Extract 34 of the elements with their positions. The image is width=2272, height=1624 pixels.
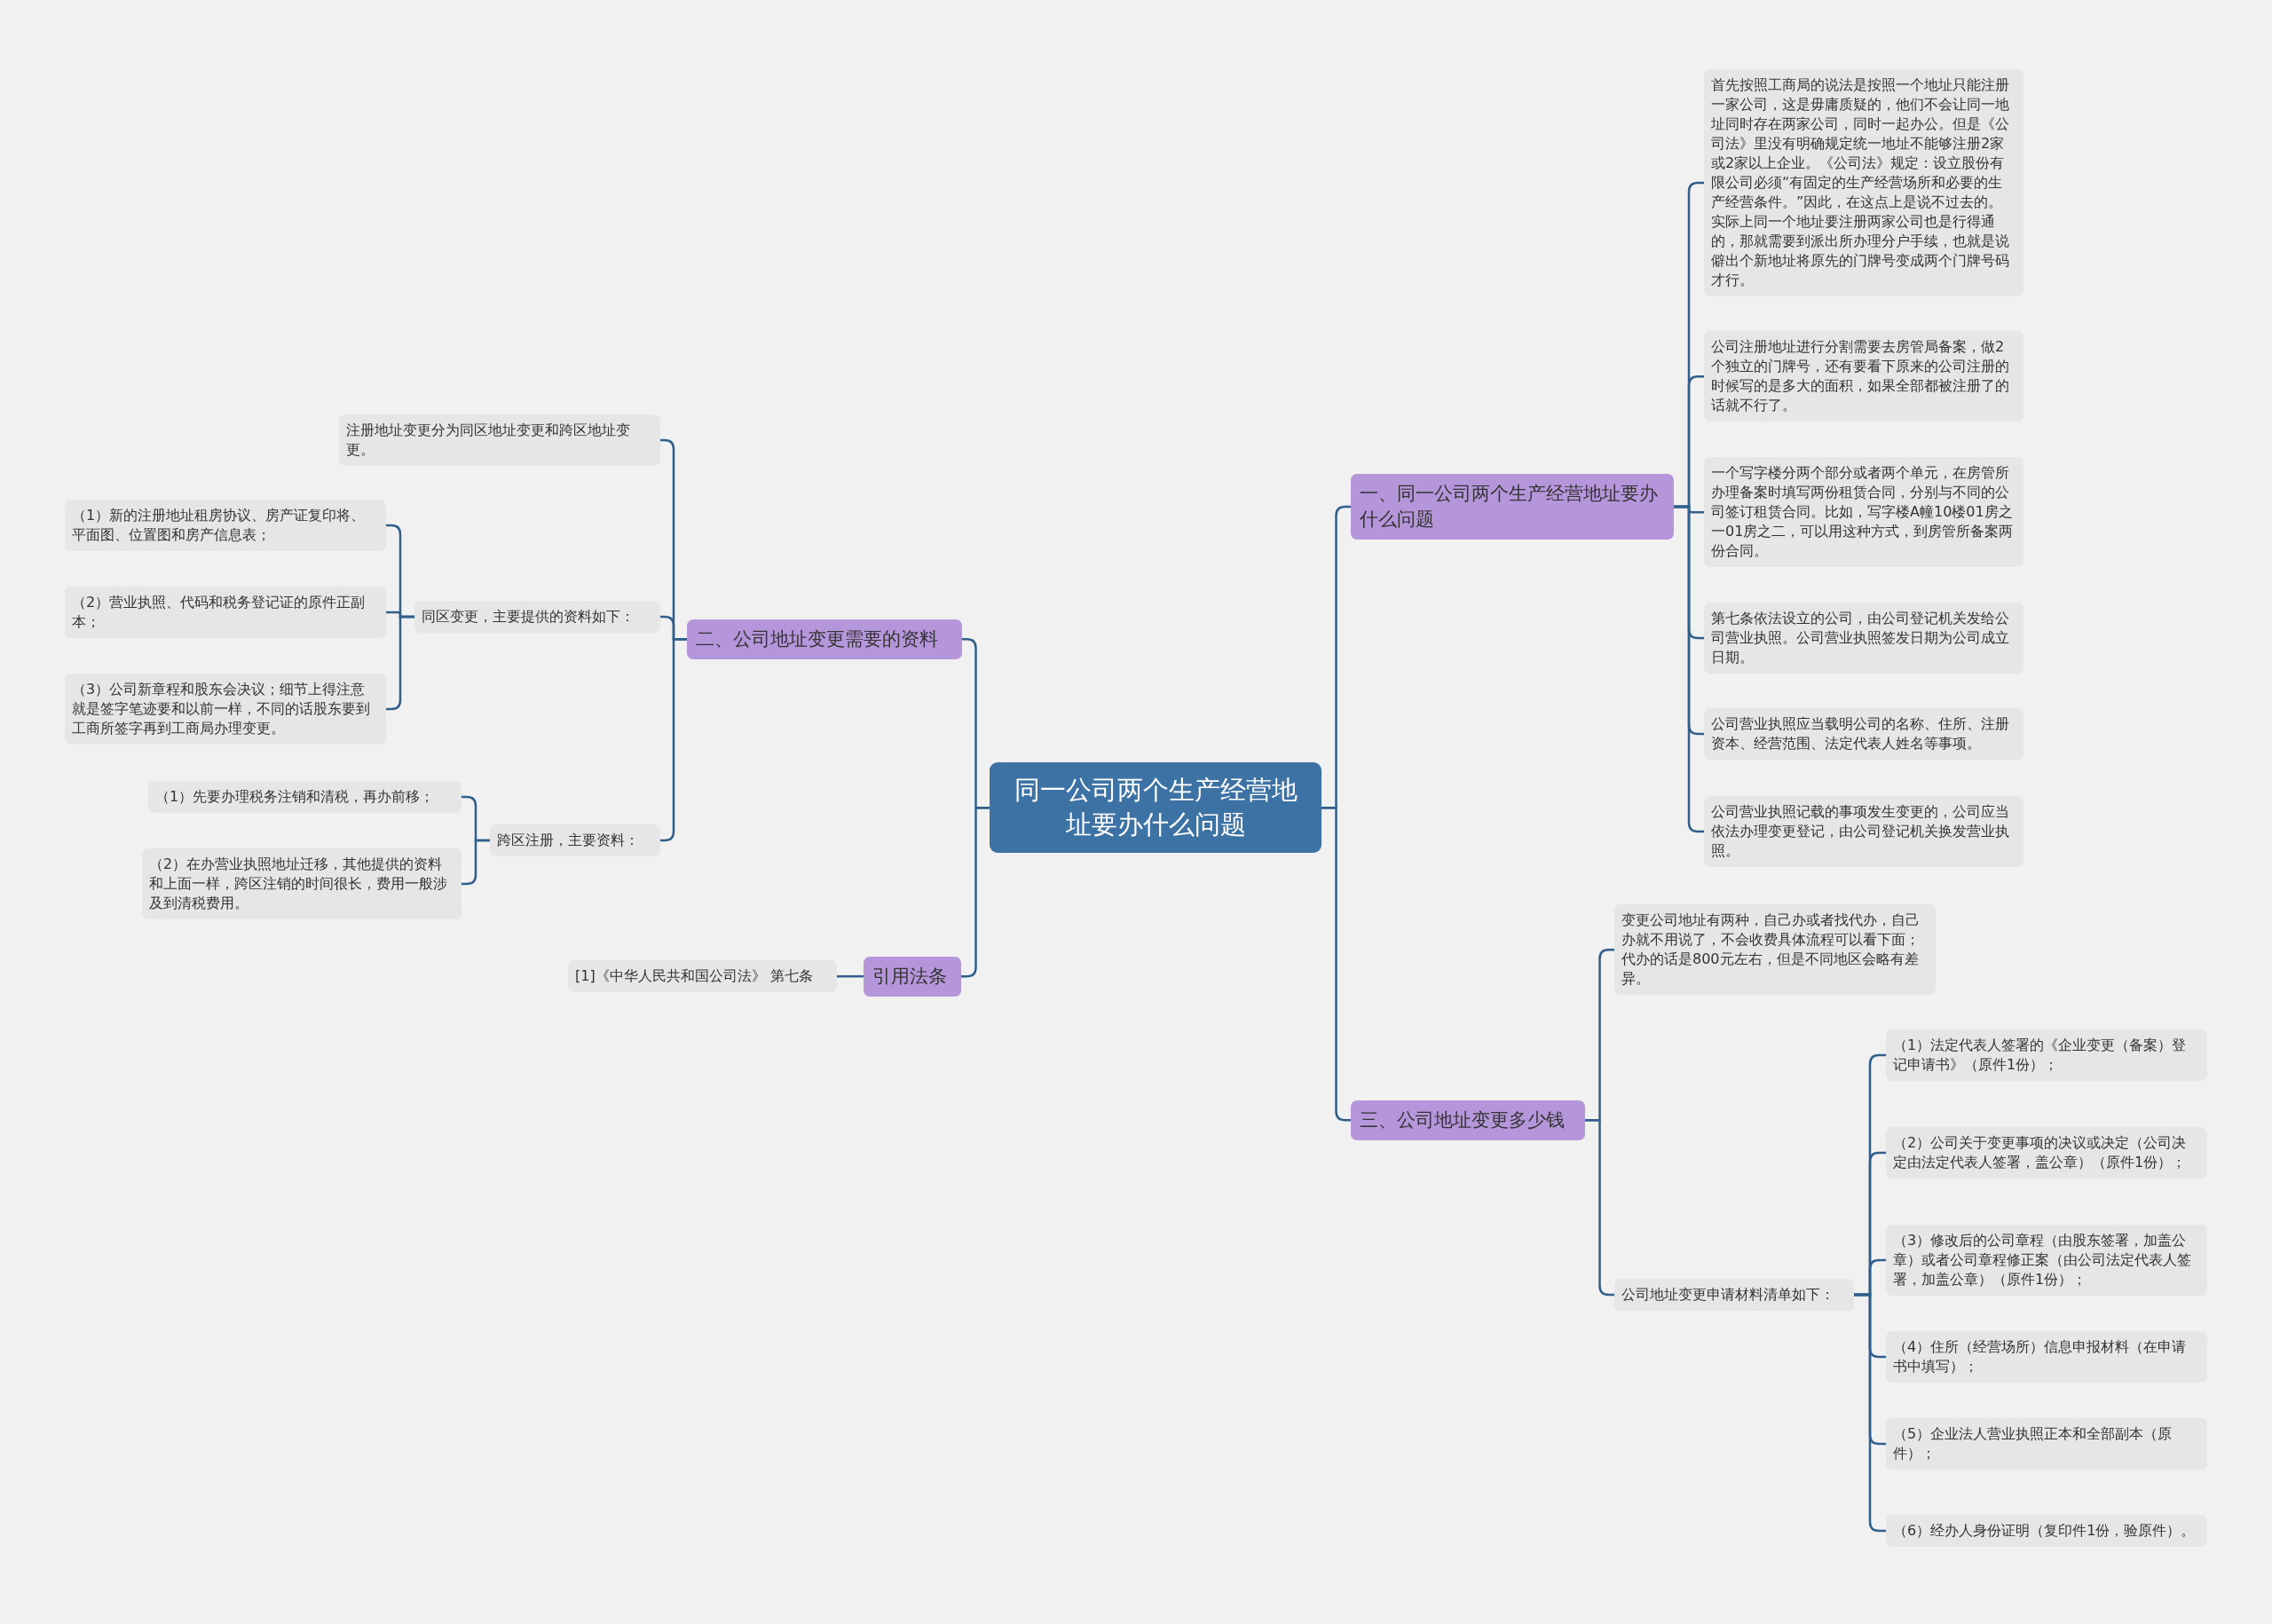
branch-topic-box: 引用法条	[864, 956, 961, 997]
note-box: （3）公司新章程和股东会决议；细节上得注意就是签字笔迹要和以前一样，不同的话股东要到工商所签字再到工商局办理变更。	[65, 674, 386, 745]
note-box: （2）在办营业执照地址迁移，其他提供的资料和上面一样，跨区注销的时间很长，费用一般涉及到清税费用。	[142, 848, 462, 920]
note-box: （4）住所（经营场所）信息申报材料（在申请书中填写）；	[1886, 1331, 2207, 1384]
note-box: 变更公司地址有两种，自己办或者找代办，自己办就不用说了，不会收费具体流程可以看下面；代办的话是800元左右，但是不同地区会略有差异。	[1614, 904, 1936, 996]
note-box: （3）修改后的公司章程（由股东签署，加盖公章）或者公司章程修正案（由公司法定代表人签署，加盖公章）（原件1份）；	[1886, 1225, 2207, 1297]
note-box: （1）新的注册地址租房协议、房产证复印将、平面图、位置图和房产信息表；	[65, 500, 386, 552]
connector-line	[837, 974, 864, 978]
note-box: 公司注册地址进行分割需要去房管局备案，做2个独立的门牌号，还有要看下原来的公司注册的时候写的是多大的面积，如果全部都被注册了的话就不行了。	[1704, 331, 2024, 422]
note-box: （1）法定代表人签署的《企业变更（备案）登记申请书》（原件1份）；	[1886, 1029, 2207, 1082]
note-box: （2）公司关于变更事项的决议或决定（公司决定由法定代表人签署，盖公章）（原件1份）；	[1886, 1127, 2207, 1179]
branch-topic-box: 二、公司地址变更需要的资料	[687, 619, 962, 659]
note-box: 公司地址变更申请材料清单如下：	[1614, 1279, 1854, 1312]
note-box: 公司营业执照应当载明公司的名称、住所、注册资本、经营范围、法定代表人姓名等事项。	[1704, 708, 2024, 761]
note-box: （2）营业执照、代码和税务登记证的原件正副本；	[65, 587, 386, 639]
note-box: （1）先要办理税务注销和清税，再办前移；	[148, 781, 462, 814]
note-box: 注册地址变更分为同区地址变更和跨区地址变更。	[339, 414, 660, 467]
note-box: [1]《中华人民共和国公司法》 第七条	[568, 960, 837, 993]
central-topic-box: 同一公司两个生产经营地址要办什么问题	[990, 762, 1321, 854]
note-box: 一个写字楼分两个部分或者两个单元，在房管所办理备案时填写两份租赁合同，分别与不同的公司签订租赁合同。比如，写字楼A幢10楼01房之一01房之二，可以用这种方式，到房管所备案两份合同。	[1704, 457, 2024, 568]
connector-line	[386, 615, 414, 711]
connector-line	[961, 806, 990, 978]
branch-topic-box: 一、同一公司两个生产经营地址要办什么问题	[1351, 473, 1674, 540]
note-box: 同区变更，主要提供的资料如下：	[414, 601, 660, 634]
connector-line	[462, 839, 490, 886]
connector-line	[1854, 1293, 1886, 1533]
note-box: （6）经办人身份证明（复印件1份，验原件）。	[1886, 1515, 2207, 1548]
note-box: 跨区注册，主要资料：	[490, 824, 660, 857]
branch-topic-box: 三、公司地址变更多少钱	[1351, 1100, 1585, 1140]
note-box: 第七条依法设立的公司，由公司登记机关发给公司营业执照。公司营业执照签发日期为公司成立日期。	[1704, 603, 2024, 674]
connector-line	[1585, 1118, 1614, 1297]
note-box: （5）企业法人营业执照正本和全部副本（原件）；	[1886, 1418, 2207, 1470]
note-box: 公司营业执照记载的事项发生变更的，公司应当依法办理变更登记，由公司登记机关换发营业执照。	[1704, 796, 2024, 868]
note-box: 首先按照工商局的说法是按照一个地址只能注册一家公司，这是毋庸质疑的，他们不会让同一地址同时存在两家公司，同时一起办公。但是《公司法》里没有明确规定统一地址不能够注册2家或2家以上企业。《公司法》规定：设立股份有限公司必须“有固定的生产经营场所和必要的生产经营条件。”因此，在这点上是说不过去的。实际上同一个地址要注册两家公司也是行得通的，那就需要到派出所办理分户手续，也就是说僻出个新地址将原先的门牌号变成两个门牌号码才行。	[1704, 68, 2024, 297]
